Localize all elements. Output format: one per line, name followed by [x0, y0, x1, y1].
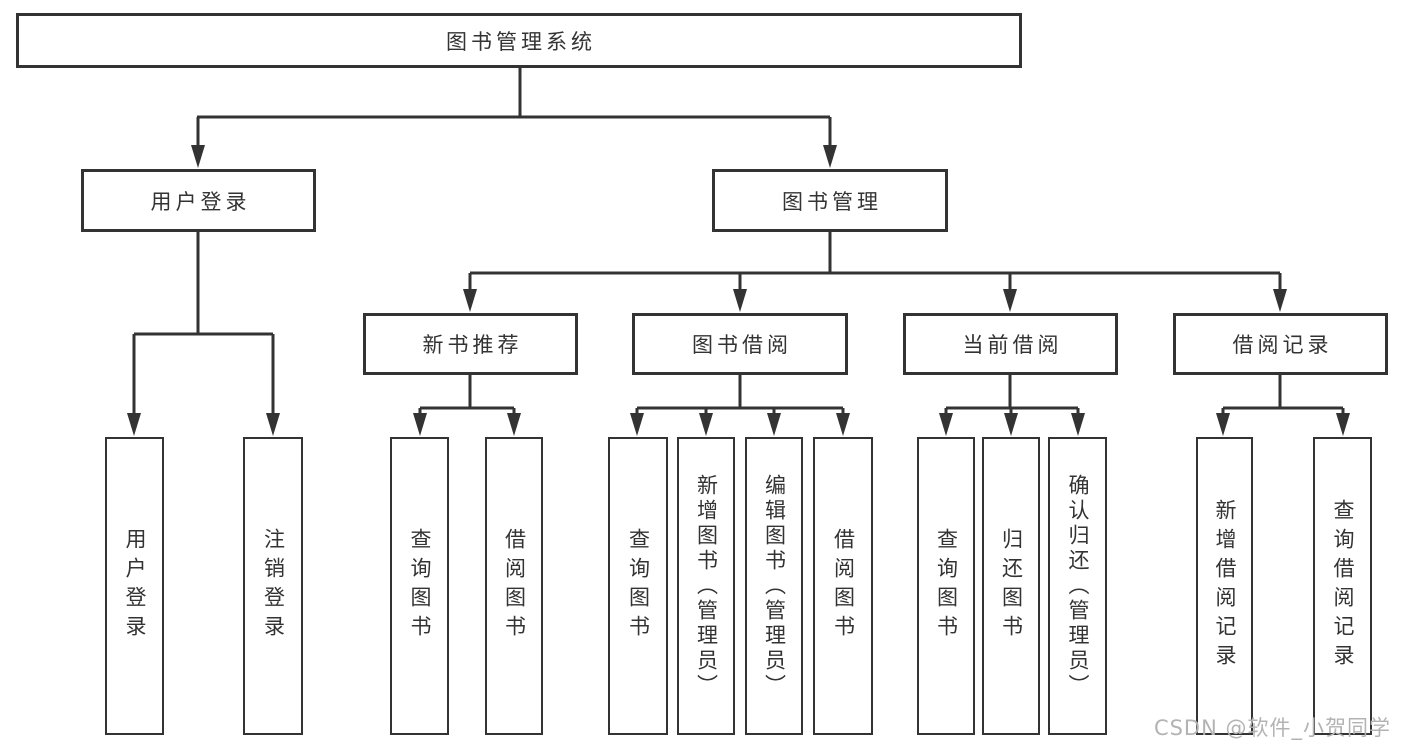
node-current-borrowing: 当前借阅: [903, 313, 1118, 375]
leaf-borrow-books-recommend: 借阅图书: [485, 437, 543, 735]
leaf-query-books-recommend: 查询图书: [390, 437, 449, 735]
leaf-borrow-books-borrowing: 借阅图书: [813, 437, 873, 735]
node-label: 归还图书: [999, 528, 1024, 644]
node-label: 确认归还（管理员）: [1066, 473, 1090, 699]
node-label: 借阅图书: [831, 528, 856, 644]
node-label: 当前借阅: [962, 333, 1063, 357]
leaf-query-borrow-record: 查询借阅记录: [1313, 437, 1372, 735]
leaf-logout: 注销登录: [243, 437, 303, 735]
node-user-login: 用户登录: [81, 169, 316, 232]
csdn-watermark: CSDN @软件_小贺同学: [1153, 716, 1391, 740]
node-library-management-system: 图书管理系统: [16, 13, 1022, 68]
leaf-add-borrow-record: 新增借阅记录: [1196, 437, 1253, 735]
leaf-edit-books-admin: 编辑图书（管理员）: [745, 437, 803, 735]
node-label: 查询图书: [408, 528, 432, 644]
node-label: 查询图书: [934, 528, 959, 644]
node-label: 注销登录: [261, 528, 286, 644]
node-book-borrowing: 图书借阅: [632, 313, 848, 375]
leaf-return-books: 归还图书: [982, 437, 1040, 735]
node-label: 图书借阅: [692, 333, 792, 357]
node-label: 用户登录: [150, 189, 251, 214]
node-label: 编辑图书（管理员）: [762, 473, 787, 699]
node-borrowing-records: 借阅记录: [1173, 313, 1388, 375]
node-label: 新增图书（管理员）: [694, 473, 719, 699]
node-new-book-recommend: 新书推荐: [363, 313, 578, 375]
node-label: 借阅记录: [1232, 333, 1333, 357]
leaf-query-books-borrowing: 查询图书: [608, 437, 668, 735]
leaf-confirm-return-admin: 确认归还（管理员）: [1048, 437, 1107, 735]
node-label: 图书管理: [782, 189, 882, 214]
leaf-add-books-admin: 新增图书（管理员）: [677, 437, 735, 735]
node-book-management: 图书管理: [712, 169, 948, 232]
node-label: 用户登录: [123, 528, 147, 644]
node-label: 图书管理系统: [446, 29, 596, 54]
node-label: 借阅图书: [502, 528, 527, 644]
node-label: 查询借阅记录: [1331, 499, 1355, 673]
node-label: 查询图书: [626, 528, 651, 644]
leaf-user-login: 用户登录: [105, 437, 164, 735]
leaf-query-books-current: 查询图书: [917, 437, 975, 735]
node-label: 新书推荐: [422, 333, 523, 357]
arrowheads: [127, 145, 1350, 436]
node-label: 新增借阅记录: [1213, 499, 1237, 673]
